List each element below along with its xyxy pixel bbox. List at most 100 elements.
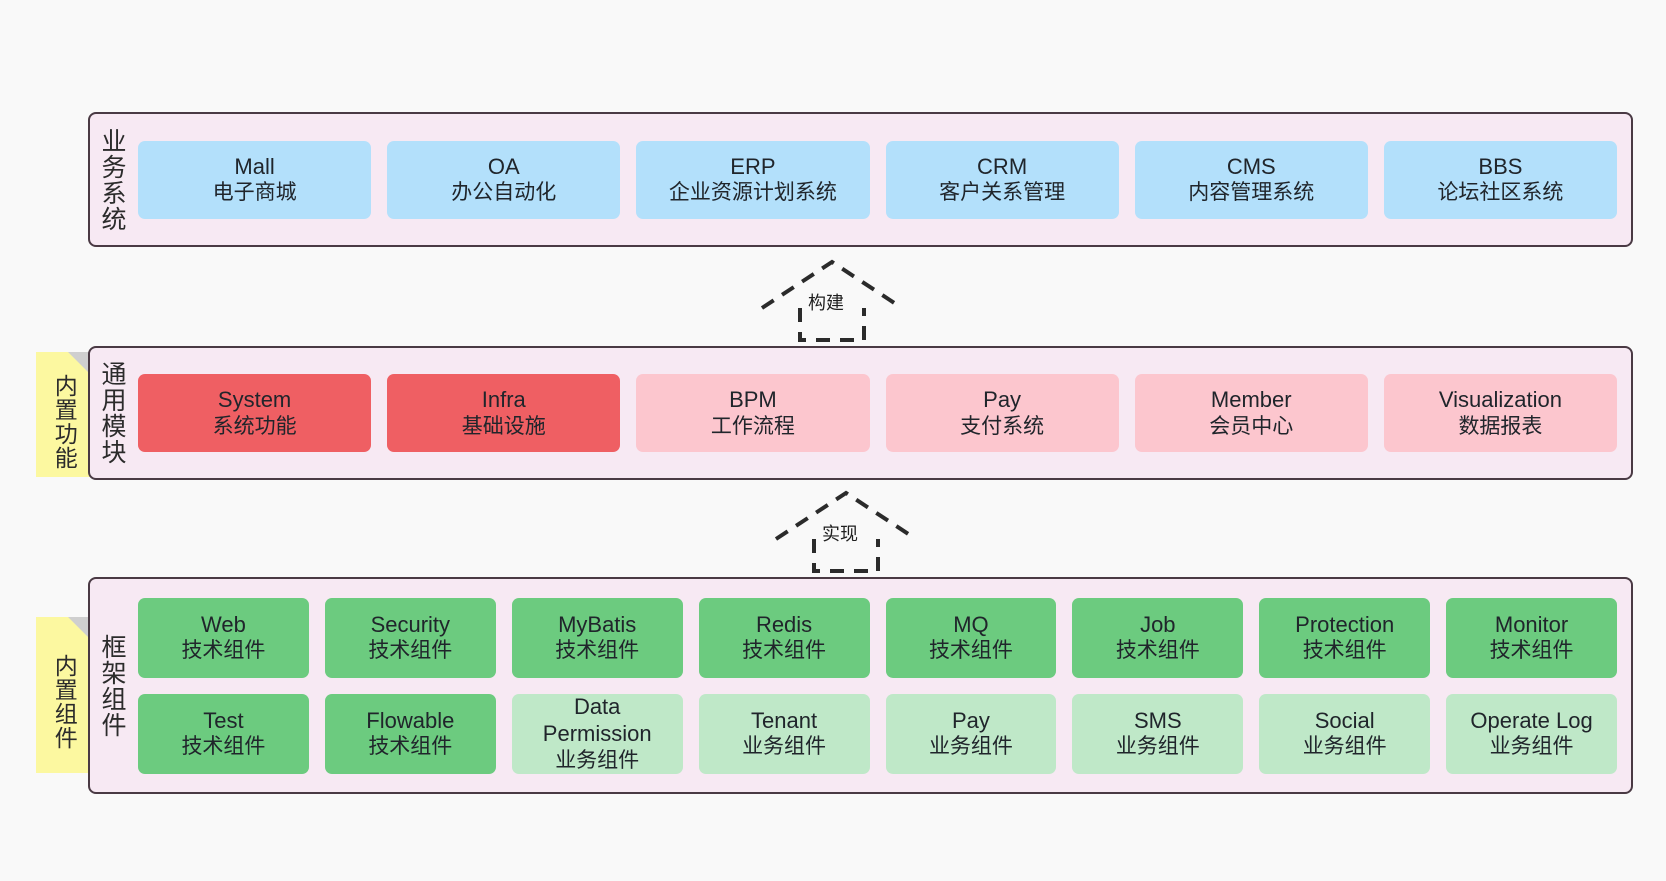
node-web[interactable]: Web 技术组件 <box>138 597 309 678</box>
node-subtitle: 技术组件 <box>742 639 827 663</box>
node-sms[interactable]: SMS 业务组件 <box>1072 693 1244 774</box>
node-subtitle: 基础设施 <box>461 414 546 438</box>
layer-row: Test 技术组件 Flowable 技术组件 Data Permission … <box>138 693 1617 774</box>
layer-row: Web 技术组件 Security 技术组件 MyBatis 技术组件 Redi… <box>138 597 1617 678</box>
node-bbs[interactable]: BBS 论坛社区系统 <box>1383 140 1618 219</box>
node-oa[interactable]: OA 办公自动化 <box>387 140 621 219</box>
node-title: Monitor <box>1494 611 1569 637</box>
node-tenant[interactable]: Tenant 业务组件 <box>698 693 870 774</box>
layer-body-frame: Web 技术组件 Security 技术组件 MyBatis 技术组件 Redi… <box>134 579 1631 792</box>
node-title: Test <box>203 707 244 733</box>
node-title: BPM <box>729 387 777 413</box>
node-title: CRM <box>977 153 1028 179</box>
node-subtitle: 论坛社区系统 <box>1437 181 1564 205</box>
node-social[interactable]: Social 业务组件 <box>1259 693 1431 774</box>
node-title: CMS <box>1226 153 1276 179</box>
node-title: Tenant <box>751 707 818 733</box>
node-title: Job <box>1140 611 1176 637</box>
node-erp[interactable]: ERP 企业资源计划系统 <box>636 140 870 219</box>
node-system[interactable]: System 系统功能 <box>138 374 372 452</box>
node-title: Mall <box>234 153 275 179</box>
node-title: Visualization <box>1438 387 1562 413</box>
node-subtitle: 系统功能 <box>212 414 297 438</box>
arrow-implement: 实现 <box>766 487 926 575</box>
node-mq[interactable]: MQ 技术组件 <box>885 597 1057 678</box>
node-test[interactable]: Test 技术组件 <box>138 693 309 774</box>
node-subtitle: 技术组件 <box>1489 639 1574 663</box>
node-mybatis[interactable]: MyBatis 技术组件 <box>511 597 683 678</box>
node-title: Pay <box>951 707 990 733</box>
node-title: Infra <box>481 387 526 413</box>
node-title: OA <box>487 153 520 179</box>
node-title: System <box>217 387 292 413</box>
node-title: Web <box>201 611 246 637</box>
layer-row: Mall 电子商城 OA 办公自动化 ERP 企业资源计划系统 CRM 客户关系… <box>138 140 1618 219</box>
node-redis[interactable]: Redis 技术组件 <box>698 597 870 678</box>
node-subtitle: 业务组件 <box>1115 735 1200 759</box>
node-data-permission[interactable]: Data Permission 业务组件 <box>511 693 683 774</box>
node-title: Pay <box>983 387 1022 413</box>
layer-label-frame: 框架组件 <box>98 633 126 738</box>
node-title: Protection <box>1295 611 1395 637</box>
node-subtitle: 客户关系管理 <box>939 181 1066 205</box>
sticky-note-builtin-component: 内置组件 <box>36 617 92 773</box>
node-job[interactable]: Job 技术组件 <box>1072 597 1244 678</box>
node-security[interactable]: Security 技术组件 <box>324 597 496 678</box>
node-crm[interactable]: CRM 客户关系管理 <box>885 140 1119 219</box>
node-pay[interactable]: Pay 支付系统 <box>885 374 1119 452</box>
node-title: Social <box>1314 707 1375 733</box>
node-title: MyBatis <box>558 611 637 637</box>
node-title: Data <box>573 694 621 720</box>
node-subtitle: 技术组件 <box>181 735 266 759</box>
node-subtitle: 技术组件 <box>1115 639 1200 663</box>
node-subtitle: 技术组件 <box>928 639 1013 663</box>
node-cms[interactable]: CMS 内容管理系统 <box>1134 140 1368 219</box>
node-subtitle: 业务组件 <box>1302 735 1387 759</box>
node-bpm[interactable]: BPM 工作流程 <box>636 374 870 452</box>
layer-panel-business: 业务系统 Mall 电子商城 OA 办公自动化 ERP 企业资源计划系统 CRM… <box>88 112 1633 247</box>
layer-label-common: 通用模块 <box>98 361 126 465</box>
node-operate-log[interactable]: Operate Log 业务组件 <box>1446 693 1617 774</box>
node-flowable[interactable]: Flowable 技术组件 <box>324 693 496 774</box>
sticky-note-builtin-function: 内置功能 <box>36 352 92 477</box>
node-title: ERP <box>730 153 776 179</box>
node-infra[interactable]: Infra 基础设施 <box>387 374 621 452</box>
node-subtitle: 工作流程 <box>710 414 795 438</box>
node-subtitle: 电子商城 <box>212 181 297 205</box>
node-title: BBS <box>1478 153 1523 179</box>
node-subtitle: 支付系统 <box>960 414 1045 438</box>
node-subtitle: 业务组件 <box>1489 735 1574 759</box>
node-title: Redis <box>755 611 813 637</box>
node-subtitle: 技术组件 <box>181 639 266 663</box>
node-title: SMS <box>1133 707 1182 733</box>
node-title: Security <box>370 611 451 637</box>
node-subtitle: 技术组件 <box>368 639 453 663</box>
arrow-label-build: 构建 <box>808 293 844 313</box>
arrow-label-implement: 实现 <box>822 524 858 544</box>
node-subtitle: 企业资源计划系统 <box>668 181 837 205</box>
node-title-line2: Permission <box>542 721 652 747</box>
layer-body-common: System 系统功能 Infra 基础设施 BPM 工作流程 Pay 支付系统… <box>134 348 1631 478</box>
layer-panel-common: 通用模块 System 系统功能 Infra 基础设施 BPM 工作流程 Pay… <box>88 346 1633 480</box>
node-subtitle: 会员中心 <box>1209 414 1294 438</box>
node-title: Operate Log <box>1470 707 1593 733</box>
node-protection[interactable]: Protection 技术组件 <box>1259 597 1431 678</box>
node-subtitle: 数据报表 <box>1458 414 1543 438</box>
sticky-note-text: 内置组件 <box>51 654 78 750</box>
layer-body-business: Mall 电子商城 OA 办公自动化 ERP 企业资源计划系统 CRM 客户关系… <box>134 114 1631 245</box>
node-member[interactable]: Member 会员中心 <box>1134 374 1368 452</box>
node-title: Member <box>1210 387 1292 413</box>
layer-label-business: 业务系统 <box>98 127 126 232</box>
arrow-build: 构建 <box>752 256 912 344</box>
node-visualization[interactable]: Visualization 数据报表 <box>1383 374 1618 452</box>
node-subtitle: 业务组件 <box>928 735 1013 759</box>
node-mall[interactable]: Mall 电子商城 <box>138 140 372 219</box>
layer-row: System 系统功能 Infra 基础设施 BPM 工作流程 Pay 支付系统… <box>138 374 1618 452</box>
node-subtitle: 技术组件 <box>368 735 453 759</box>
node-subtitle: 内容管理系统 <box>1188 181 1315 205</box>
node-subtitle: 办公自动化 <box>451 181 557 205</box>
node-subtitle: 业务组件 <box>555 748 640 772</box>
node-monitor[interactable]: Monitor 技术组件 <box>1446 597 1617 678</box>
node-pay-component[interactable]: Pay 业务组件 <box>885 693 1057 774</box>
